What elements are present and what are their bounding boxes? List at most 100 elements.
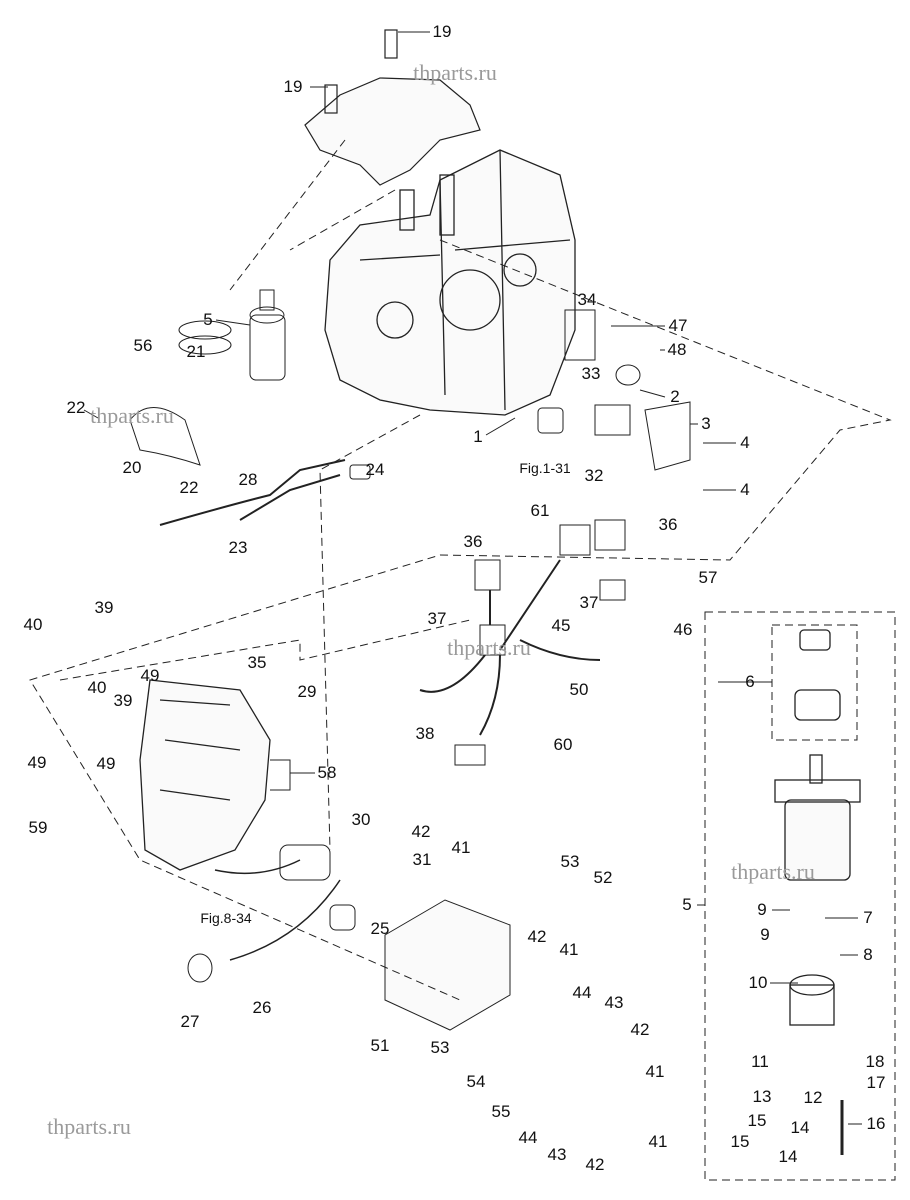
figure-ref[interactable]: Fig.8-34 bbox=[200, 910, 252, 926]
callout[interactable]: 36 bbox=[658, 515, 678, 534]
callout[interactable]: 4 bbox=[740, 433, 750, 452]
callout[interactable]: 25 bbox=[370, 919, 390, 938]
cable-23 bbox=[159, 459, 346, 526]
callout[interactable]: 42 bbox=[630, 1020, 650, 1039]
callout[interactable]: 35 bbox=[247, 653, 267, 672]
callout[interactable]: 49 bbox=[96, 754, 116, 773]
callout[interactable]: 37 bbox=[579, 593, 599, 612]
part-25 bbox=[329, 904, 356, 931]
callout[interactable]: 28 bbox=[238, 470, 258, 489]
figure-ref[interactable]: Fig.1-31 bbox=[519, 460, 571, 476]
watermark: thparts.ru bbox=[90, 403, 174, 428]
part-2 bbox=[594, 404, 631, 436]
callout[interactable]: 12 bbox=[803, 1088, 823, 1107]
callout[interactable]: 38 bbox=[415, 724, 435, 743]
callout[interactable]: 7 bbox=[863, 908, 873, 927]
part-27 bbox=[187, 953, 213, 983]
callout[interactable]: 34 bbox=[577, 290, 597, 309]
callout[interactable]: 24 bbox=[365, 460, 385, 479]
callout[interactable]: 56 bbox=[133, 336, 153, 355]
callout[interactable]: 41 bbox=[648, 1132, 668, 1151]
callout[interactable]: 42 bbox=[527, 927, 547, 946]
relay-30 bbox=[279, 844, 331, 881]
callout[interactable]: 41 bbox=[559, 940, 579, 959]
callout[interactable]: 11 bbox=[751, 1052, 769, 1071]
callout[interactable]: 44 bbox=[518, 1128, 538, 1147]
callout[interactable]: 14 bbox=[778, 1147, 798, 1166]
callout[interactable]: 31 bbox=[412, 850, 432, 869]
callout[interactable]: 54 bbox=[466, 1072, 486, 1091]
callout[interactable]: 58 bbox=[317, 763, 337, 782]
callout[interactable]: 43 bbox=[604, 993, 624, 1012]
callout[interactable]: 32 bbox=[584, 466, 604, 485]
callout[interactable]: 52 bbox=[593, 868, 613, 887]
callout[interactable]: 14 bbox=[790, 1118, 810, 1137]
callout[interactable]: 57 bbox=[698, 568, 718, 587]
callout[interactable]: 46 bbox=[673, 620, 693, 639]
callout[interactable]: 17 bbox=[866, 1073, 886, 1092]
callout[interactable]: 22 bbox=[179, 478, 199, 497]
callout[interactable]: 30 bbox=[351, 810, 371, 829]
callout[interactable]: 22 bbox=[66, 398, 86, 417]
callout[interactable]: 45 bbox=[551, 616, 571, 635]
callout[interactable]: 40 bbox=[87, 678, 107, 697]
callout[interactable]: 41 bbox=[451, 838, 471, 857]
callout[interactable]: 42 bbox=[585, 1155, 605, 1174]
callout[interactable]: 41 bbox=[645, 1062, 665, 1081]
callout[interactable]: 6 bbox=[745, 672, 755, 691]
callout[interactable]: 19 bbox=[432, 22, 452, 41]
gasket-fig131 bbox=[537, 407, 564, 434]
callout[interactable]: 16 bbox=[866, 1114, 886, 1133]
callout[interactable]: 49 bbox=[140, 666, 160, 685]
watermark: thparts.ru bbox=[731, 859, 815, 884]
top-cover bbox=[304, 29, 481, 186]
callout[interactable]: 37 bbox=[427, 609, 447, 628]
callout[interactable]: 48 bbox=[667, 340, 687, 359]
wire-harness bbox=[419, 519, 626, 766]
callout[interactable]: 39 bbox=[113, 691, 133, 710]
callout[interactable]: 8 bbox=[863, 945, 873, 964]
callout[interactable]: 4 bbox=[740, 480, 750, 499]
callout[interactable]: 18 bbox=[865, 1052, 885, 1071]
callout[interactable]: 49 bbox=[27, 753, 47, 772]
callout[interactable]: 39 bbox=[94, 598, 114, 617]
callout[interactable]: 51 bbox=[370, 1036, 390, 1055]
watermark: thparts.ru bbox=[447, 635, 531, 660]
callout[interactable]: 3 bbox=[701, 414, 711, 433]
callout[interactable]: 53 bbox=[430, 1038, 450, 1057]
callout[interactable]: 10 bbox=[748, 973, 768, 992]
callout[interactable]: 9 bbox=[760, 925, 770, 944]
callout[interactable]: 5 bbox=[203, 310, 213, 329]
callout[interactable]: 42 bbox=[411, 822, 431, 841]
bracket-34 bbox=[564, 309, 596, 361]
callout[interactable]: 55 bbox=[491, 1102, 511, 1121]
callout[interactable]: 33 bbox=[581, 364, 601, 383]
callout[interactable]: 53 bbox=[560, 852, 580, 871]
callout[interactable]: 9 bbox=[757, 900, 767, 919]
callout[interactable]: 23 bbox=[228, 538, 248, 557]
callout[interactable]: 50 bbox=[569, 680, 589, 699]
callout[interactable]: 61 bbox=[530, 501, 550, 520]
part-24 bbox=[349, 464, 371, 480]
callout[interactable]: 2 bbox=[670, 387, 680, 406]
callout[interactable]: 19 bbox=[283, 77, 303, 96]
starter-motor bbox=[774, 629, 861, 1155]
callout[interactable]: 26 bbox=[252, 998, 272, 1017]
callout[interactable]: 5 bbox=[682, 895, 692, 914]
callout[interactable]: 29 bbox=[297, 682, 317, 701]
callout[interactable]: 27 bbox=[180, 1012, 200, 1031]
callout[interactable]: 59 bbox=[28, 818, 48, 837]
callout[interactable]: 1 bbox=[473, 427, 483, 446]
callout[interactable]: 40 bbox=[23, 615, 43, 634]
callout[interactable]: 36 bbox=[463, 532, 483, 551]
callout[interactable]: 47 bbox=[668, 316, 688, 335]
callout[interactable]: 15 bbox=[730, 1132, 750, 1151]
callout[interactable]: 15 bbox=[747, 1111, 767, 1130]
callout[interactable]: 43 bbox=[547, 1145, 567, 1164]
callout[interactable]: 60 bbox=[553, 735, 573, 754]
cable-26 bbox=[214, 859, 341, 961]
callout[interactable]: 13 bbox=[752, 1087, 772, 1106]
callout[interactable]: 44 bbox=[572, 983, 592, 1002]
callout[interactable]: 21 bbox=[186, 342, 206, 361]
callout[interactable]: 20 bbox=[122, 458, 142, 477]
